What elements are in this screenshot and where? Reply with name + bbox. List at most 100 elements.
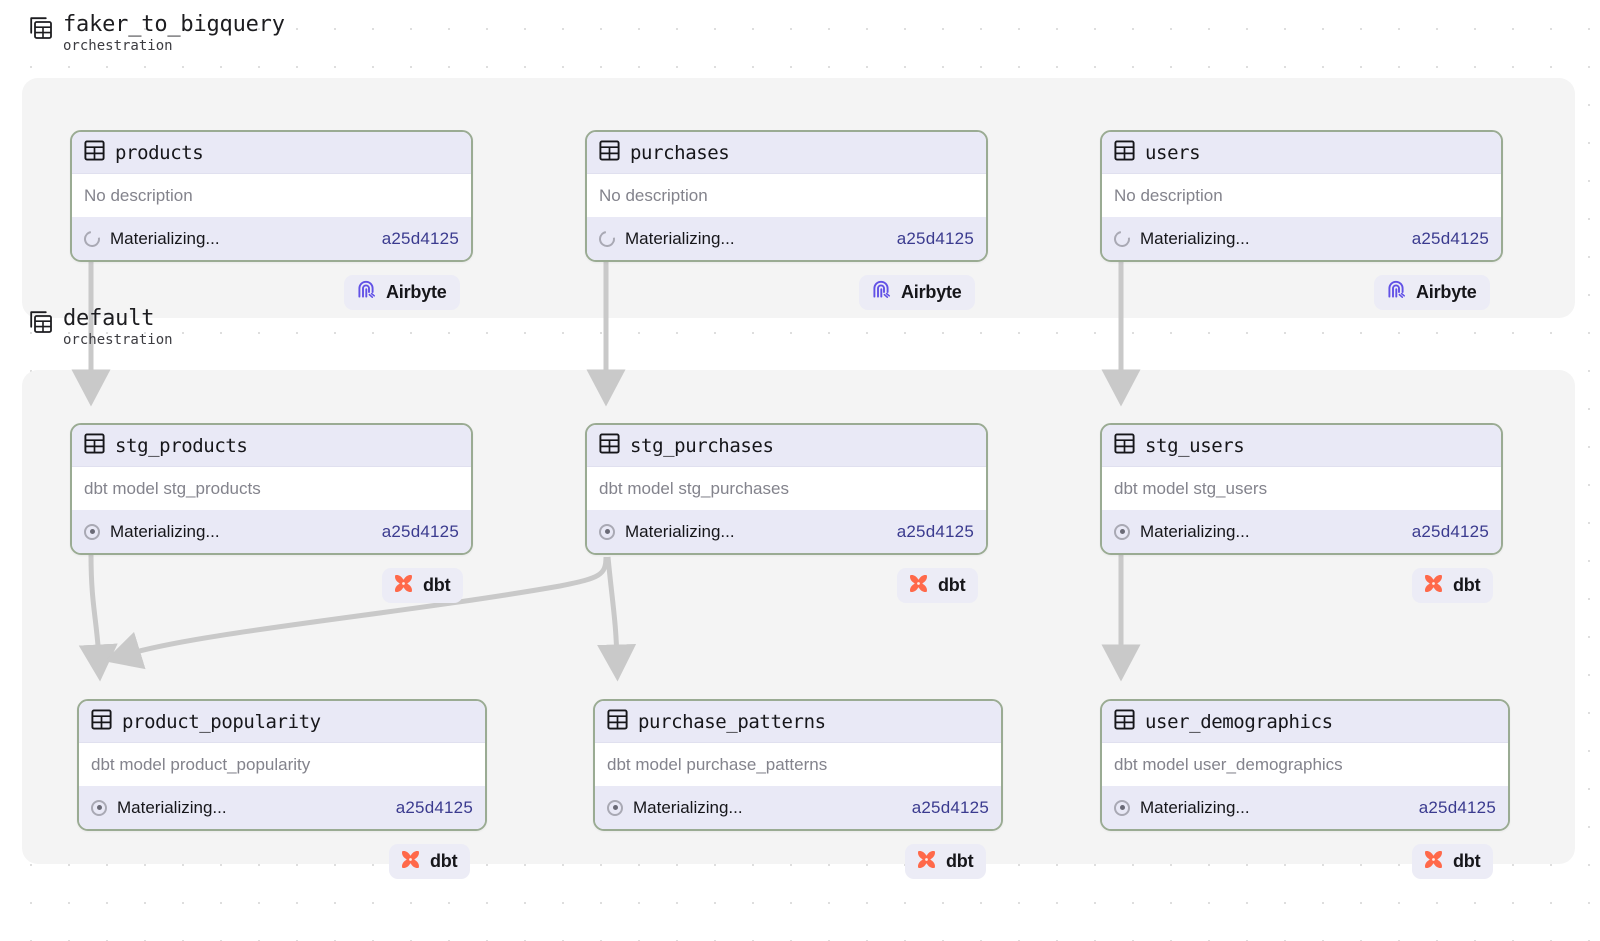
- spinner-open-icon: [595, 227, 619, 250]
- asset-description: dbt model user_demographics: [1102, 743, 1508, 786]
- asset-card-products[interactable]: products No description Materializing...…: [70, 130, 473, 262]
- asset-card-header: purchases: [587, 132, 986, 174]
- spinner-dot-icon: [1114, 799, 1130, 816]
- asset-description: dbt model purchase_patterns: [595, 743, 1001, 786]
- badge-label: dbt: [430, 851, 458, 871]
- asset-card-footer: Materializing... a25d4125: [1102, 510, 1501, 553]
- asset-card-footer: Materializing... a25d4125: [587, 510, 986, 553]
- table-icon: [91, 708, 112, 735]
- dbt-logo-icon: [915, 848, 938, 876]
- table-icon: [599, 432, 620, 459]
- run-id-link[interactable]: a25d4125: [1411, 521, 1489, 541]
- dbt-logo-icon: [907, 572, 930, 600]
- asset-card-footer: Materializing... a25d4125: [587, 217, 986, 260]
- run-id-link[interactable]: a25d4125: [911, 797, 989, 817]
- asset-status: Materializing...: [1140, 797, 1250, 817]
- asset-card-header: product_popularity: [79, 701, 485, 743]
- asset-card-header: purchase_patterns: [595, 701, 1001, 743]
- spinner-open-icon: [80, 227, 104, 250]
- integration-badge-dbt[interactable]: dbt: [1412, 844, 1494, 879]
- badge-label: dbt: [946, 851, 974, 871]
- asset-card-footer: Materializing... a25d4125: [595, 786, 1001, 829]
- badge-label: Airbyte: [1416, 282, 1477, 302]
- integration-badge-dbt[interactable]: dbt: [389, 844, 471, 879]
- run-id-link[interactable]: a25d4125: [896, 228, 974, 248]
- group-subtitle: orchestration: [63, 332, 173, 348]
- asset-card-purchase-patterns[interactable]: purchase_patterns dbt model purchase_pat…: [593, 699, 1003, 831]
- asset-name: users: [1145, 141, 1201, 164]
- group-label-faker-to-bigquery[interactable]: faker_to_bigquery orchestration: [28, 14, 285, 53]
- asset-card-header: products: [72, 132, 471, 174]
- run-id-link[interactable]: a25d4125: [1418, 797, 1496, 817]
- integration-badge-dbt[interactable]: dbt: [382, 568, 464, 603]
- asset-card-footer: Materializing... a25d4125: [72, 510, 471, 553]
- asset-name: products: [115, 141, 204, 164]
- table-icon: [1114, 139, 1135, 166]
- asset-card-stg-purchases[interactable]: stg_purchases dbt model stg_purchases Ma…: [585, 423, 988, 555]
- asset-card-header: users: [1102, 132, 1501, 174]
- airbyte-logo-icon: [1384, 278, 1408, 307]
- asset-name: product_popularity: [122, 710, 321, 733]
- badge-label: dbt: [1453, 575, 1481, 595]
- dbt-logo-icon: [399, 848, 422, 876]
- asset-status: Materializing...: [625, 228, 735, 248]
- asset-status: Materializing...: [625, 521, 735, 541]
- spinner-dot-icon: [1114, 523, 1130, 540]
- run-id-link[interactable]: a25d4125: [381, 521, 459, 541]
- badge-label: dbt: [1453, 851, 1481, 871]
- run-id-link[interactable]: a25d4125: [395, 797, 473, 817]
- integration-badge-airbyte[interactable]: Airbyte: [859, 275, 975, 310]
- asset-card-users[interactable]: users No description Materializing... a2…: [1100, 130, 1503, 262]
- integration-badge-dbt[interactable]: dbt: [905, 844, 987, 879]
- asset-card-stg-users[interactable]: stg_users dbt model stg_users Materializ…: [1100, 423, 1503, 555]
- asset-card-user-demographics[interactable]: user_demographics dbt model user_demogra…: [1100, 699, 1510, 831]
- asset-status: Materializing...: [110, 521, 220, 541]
- run-id-link[interactable]: a25d4125: [1411, 228, 1489, 248]
- airbyte-logo-icon: [354, 278, 378, 307]
- badge-label: dbt: [938, 575, 966, 595]
- asset-description: dbt model stg_users: [1102, 467, 1501, 510]
- asset-card-stg-products[interactable]: stg_products dbt model stg_products Mate…: [70, 423, 473, 555]
- group-label-default[interactable]: default orchestration: [28, 308, 173, 347]
- table-icon: [84, 139, 105, 166]
- group-title: faker_to_bigquery: [63, 12, 285, 37]
- stacked-table-icon: [28, 310, 54, 341]
- asset-description: No description: [587, 174, 986, 217]
- spinner-open-icon: [1110, 227, 1134, 250]
- spinner-dot-icon: [91, 799, 107, 816]
- asset-card-header: user_demographics: [1102, 701, 1508, 743]
- asset-status: Materializing...: [110, 228, 220, 248]
- group-title: default: [63, 306, 155, 331]
- asset-card-header: stg_products: [72, 425, 471, 467]
- asset-card-header: stg_users: [1102, 425, 1501, 467]
- integration-badge-dbt[interactable]: dbt: [897, 568, 979, 603]
- badge-label: Airbyte: [901, 282, 962, 302]
- badge-label: dbt: [423, 575, 451, 595]
- table-icon: [599, 139, 620, 166]
- spinner-dot-icon: [599, 523, 615, 540]
- table-icon: [607, 708, 628, 735]
- run-id-link[interactable]: a25d4125: [896, 521, 974, 541]
- asset-description: No description: [72, 174, 471, 217]
- asset-card-header: stg_purchases: [587, 425, 986, 467]
- group-subtitle: orchestration: [63, 38, 173, 54]
- asset-name: purchases: [630, 141, 730, 164]
- asset-description: dbt model product_popularity: [79, 743, 485, 786]
- asset-card-footer: Materializing... a25d4125: [1102, 217, 1501, 260]
- stacked-table-icon: [28, 16, 54, 47]
- asset-description: dbt model stg_products: [72, 467, 471, 510]
- asset-card-footer: Materializing... a25d4125: [72, 217, 471, 260]
- table-icon: [84, 432, 105, 459]
- integration-badge-airbyte[interactable]: Airbyte: [1374, 275, 1490, 310]
- asset-card-purchases[interactable]: purchases No description Materializing..…: [585, 130, 988, 262]
- asset-card-product-popularity[interactable]: product_popularity dbt model product_pop…: [77, 699, 487, 831]
- asset-status: Materializing...: [117, 797, 227, 817]
- run-id-link[interactable]: a25d4125: [381, 228, 459, 248]
- asset-card-footer: Materializing... a25d4125: [79, 786, 485, 829]
- asset-name: purchase_patterns: [638, 710, 826, 733]
- integration-badge-dbt[interactable]: dbt: [1412, 568, 1494, 603]
- integration-badge-airbyte[interactable]: Airbyte: [344, 275, 460, 310]
- asset-status: Materializing...: [633, 797, 743, 817]
- asset-status: Materializing...: [1140, 521, 1250, 541]
